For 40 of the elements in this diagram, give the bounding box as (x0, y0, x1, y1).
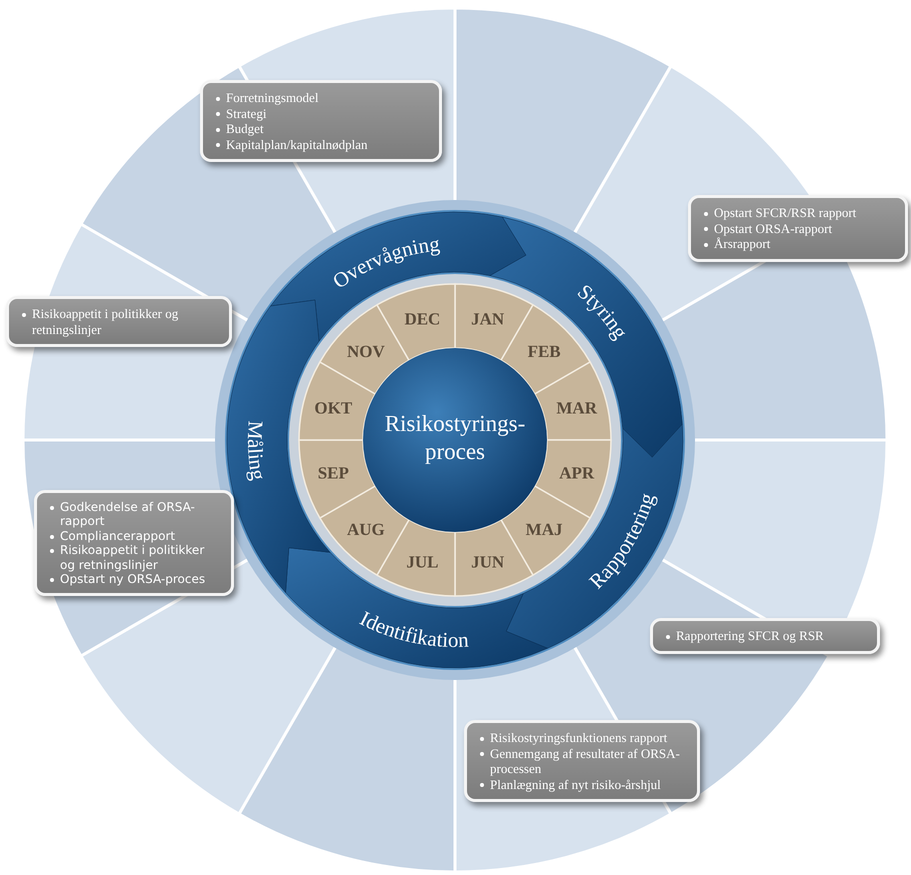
bullet-text: Planlægning af nyt risiko-årshjul (490, 776, 661, 792)
bullet-text: Godkendelse af ORSA-rapport (60, 500, 195, 528)
bullet-text: Strategi (226, 106, 266, 121)
callout-box (464, 720, 700, 802)
month-label: APR (559, 464, 594, 483)
month-label: MAR (556, 398, 597, 418)
month-label: NOV (347, 342, 385, 361)
bullet-text: Opstart ny ORSA-proces (60, 572, 206, 586)
bullet-text: Risikoappetit i politikker og retningslinjer (32, 306, 178, 337)
month-segment (534, 361, 612, 441)
month-segment (298, 439, 376, 519)
month-label: AUG (347, 520, 385, 540)
callout-box (200, 80, 442, 162)
bullet-text: Forretningsmodel (226, 90, 318, 105)
callout-box (688, 195, 908, 262)
month-label: JAN (471, 309, 504, 328)
center-title: Risikostyrings- proces (370, 410, 540, 466)
callout-box (34, 490, 234, 596)
month-label: FEB (528, 342, 561, 361)
bullet-text: Opstart ORSA-rapport (714, 220, 832, 236)
month-label: DEC (404, 309, 440, 328)
month-label: JUN (471, 552, 504, 572)
bullet-text: Gennemgang af resultater af ORSA-processen (490, 746, 680, 776)
month-label: JUL (406, 552, 438, 572)
month-label: SEP (318, 464, 349, 483)
phase-band (285, 548, 548, 668)
bullet-text: Kapitalplan/kapitalnødplan (226, 136, 368, 152)
month-label: MAJ (526, 520, 563, 540)
callout-box (650, 618, 880, 654)
bullet-text: Rapportering SFCR og RSR (676, 628, 824, 643)
bullet-text: Compliancerapport (60, 528, 176, 543)
bullet-text: Årsrapport (714, 236, 770, 252)
bullet-text: Risikoappetit i politikker og retningslinjer (60, 543, 204, 572)
month-label: OKT (314, 398, 352, 418)
bullet-text: Opstart SFCR/RSR rapport (714, 205, 856, 220)
bullet-text: Budget (226, 121, 264, 136)
phase-band (270, 212, 526, 342)
month-segment (298, 361, 376, 441)
callout-box (6, 296, 232, 348)
bullet-text: Risikostyringsfunktionens rapport (490, 730, 668, 745)
